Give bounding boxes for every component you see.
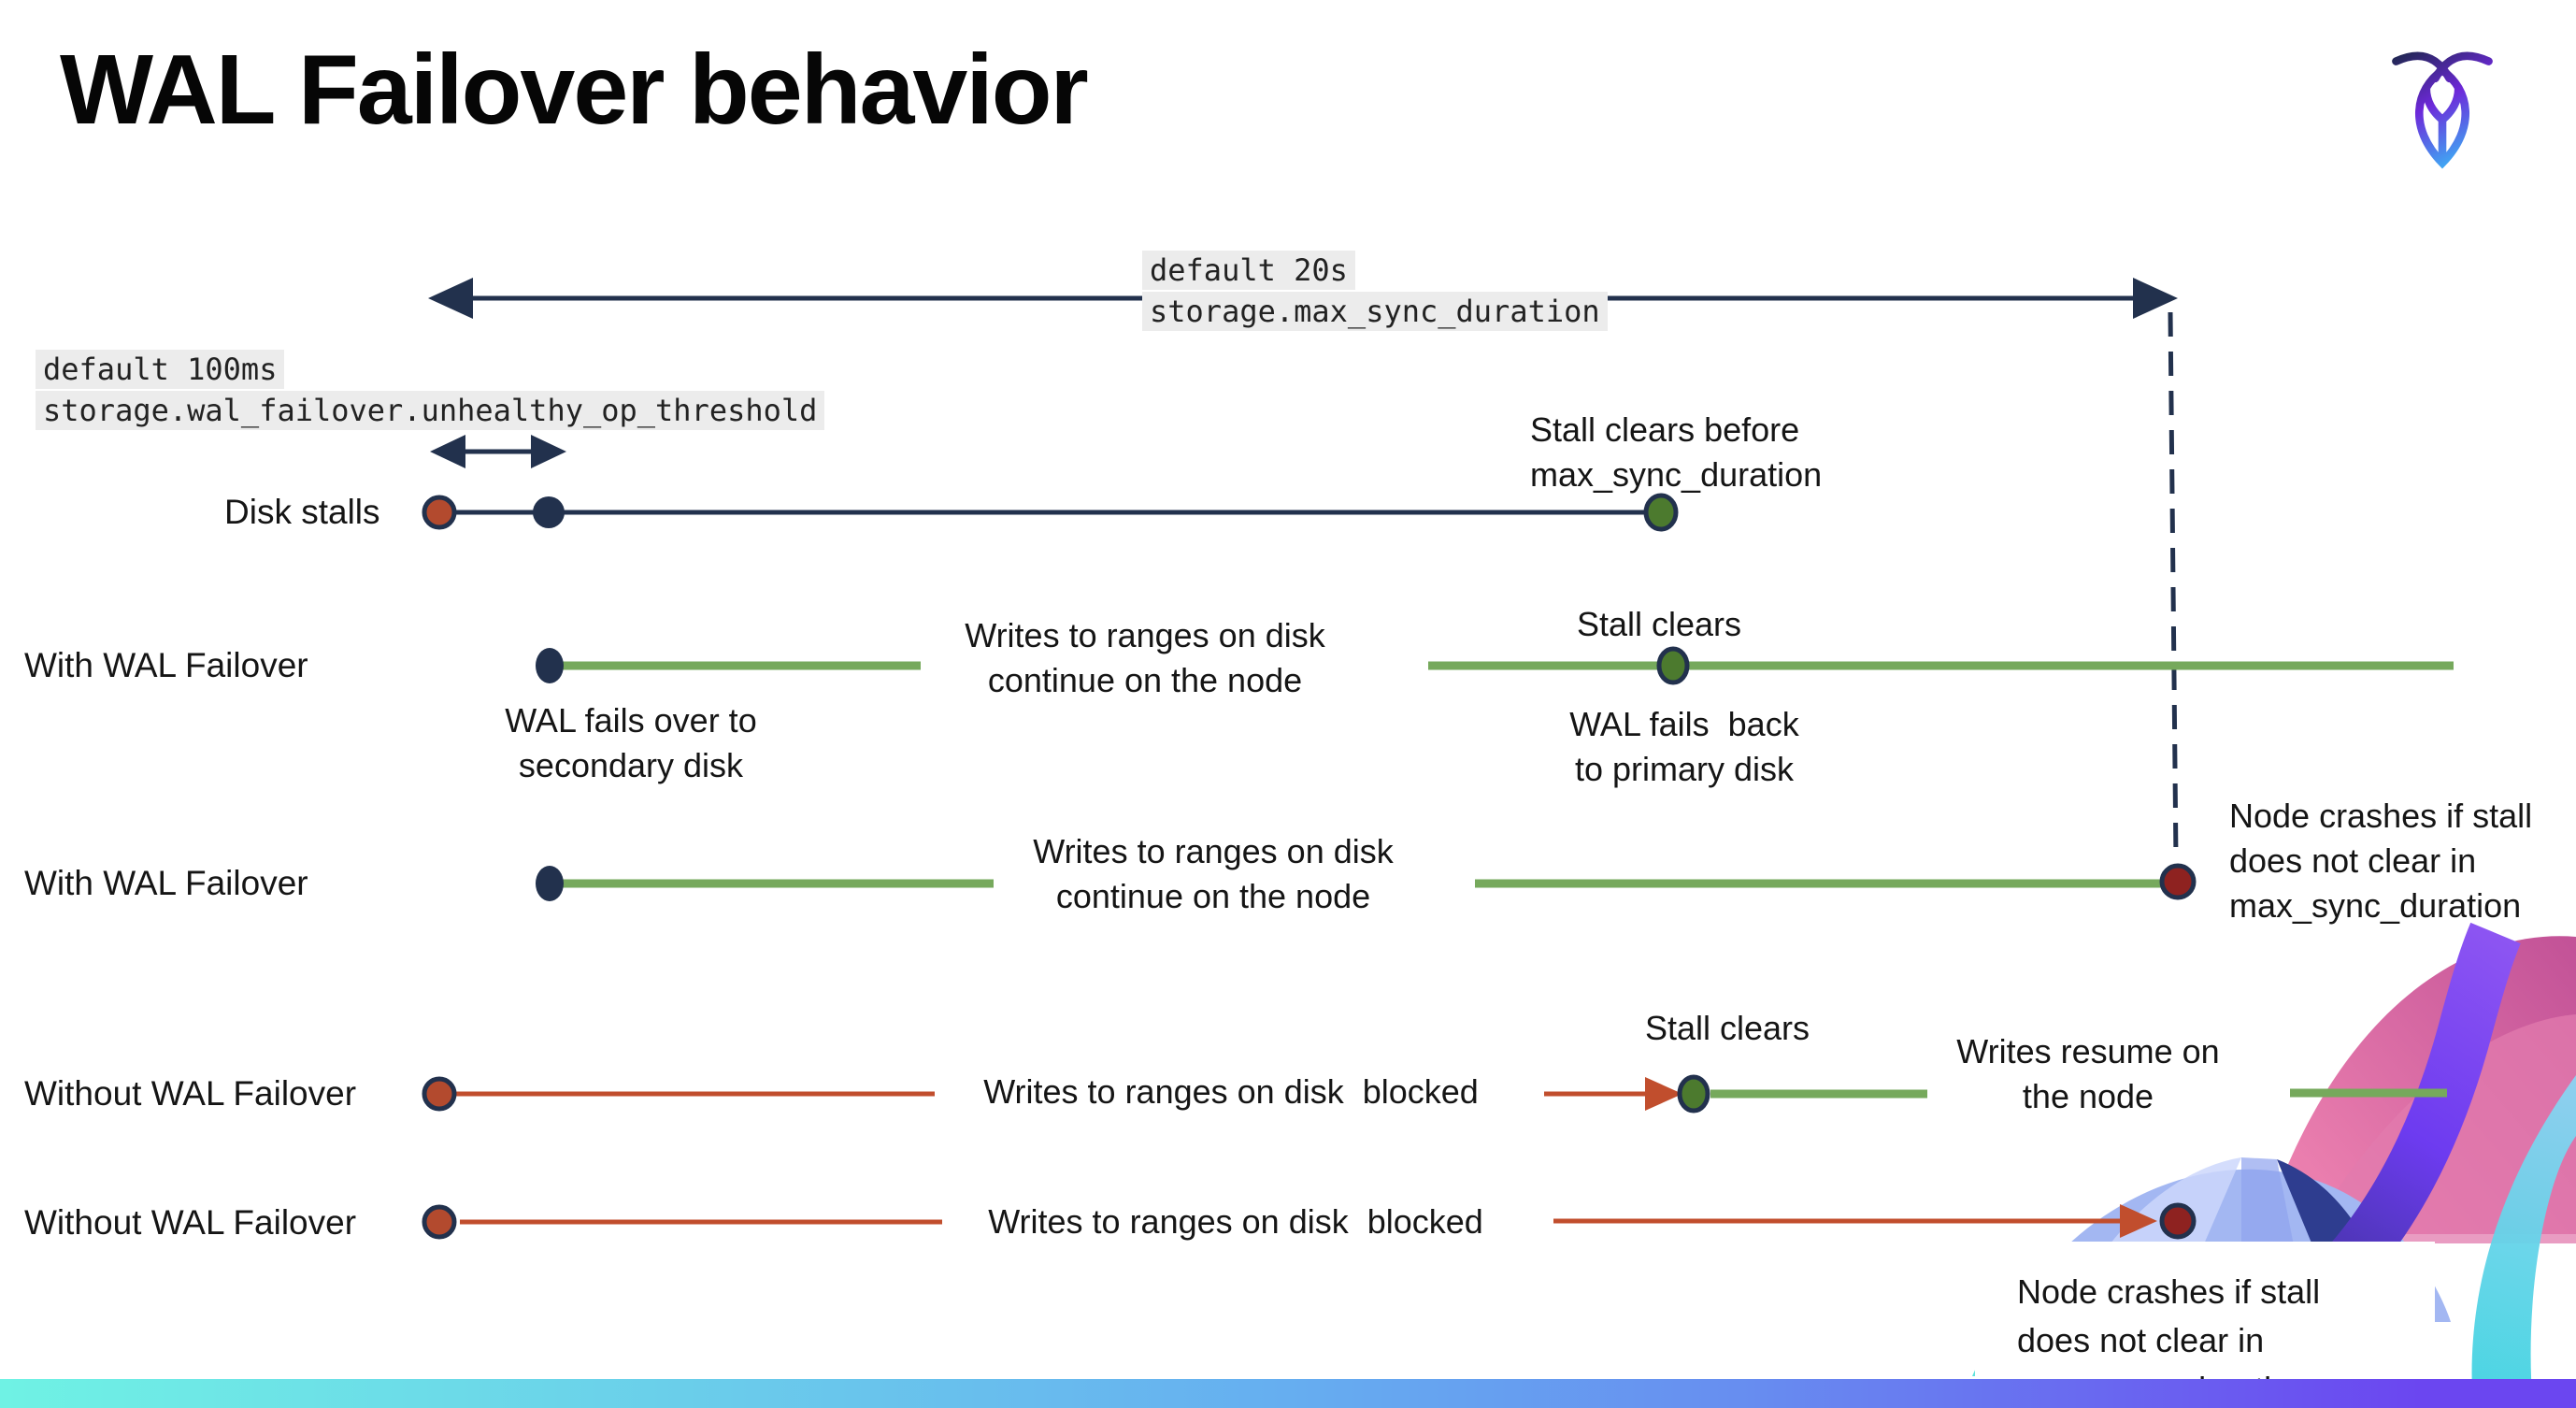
annotation-writes-continue-2: Writes to ranges on disk continue on the… (1033, 832, 1394, 915)
annotation-wal-fails-over: WAL fails over to secondary disk (505, 701, 757, 784)
stall-start-dot (422, 495, 457, 530)
node-crash-dot (2159, 1202, 2197, 1240)
config-setting-name: storage.wal_failover.unhealthy_op_thresh… (36, 391, 825, 430)
stall-clears-dot (1677, 1074, 1710, 1113)
config-label-unhealthy-op-threshold: default 100ms storage.wal_failover.unhea… (36, 350, 825, 430)
row-label-with-failover-2: With WAL Failover (24, 864, 308, 902)
failover-dot (536, 866, 564, 901)
node-crash-dot (2159, 863, 2197, 900)
annotation-stall-clears-4: Stall clears (1644, 1009, 1810, 1047)
timeline-disk-stalls (422, 493, 1679, 532)
failover-threshold-dot (533, 496, 565, 528)
cockroachdb-logo (2391, 41, 2494, 172)
config-default-value: default 20s (1142, 251, 1355, 290)
config-default-value: default 100ms (36, 350, 285, 389)
annotation-writes-resume: Writes resume on the node (1956, 1032, 2220, 1115)
annotation-stall-clears-2: Stall clears (1576, 605, 1742, 643)
annotation-writes-blocked-1: Writes to ranges on disk blocked (983, 1072, 1479, 1111)
unhealthy-op-threshold-arrow (430, 435, 566, 468)
config-setting-name: storage.max_sync_duration (1142, 292, 1608, 331)
cockroachdb-logo-icon (2392, 51, 2493, 169)
annotation-writes-continue-1: Writes to ranges on disk continue on the… (965, 616, 1325, 699)
page-title: WAL Failover behavior (60, 35, 1089, 145)
bottom-gradient-bar (0, 1379, 2576, 1408)
annotation-writes-blocked-2: Writes to ranges on disk blocked (988, 1202, 1483, 1241)
row-label-disk-stalls: Disk stalls (224, 493, 380, 531)
stall-start-dot (422, 1076, 457, 1112)
timeline-with-failover-clears (536, 646, 2454, 685)
annotation-wal-fails-back: WAL fails back to primary disk (1569, 705, 1799, 788)
timeline-without-failover-clears (422, 1074, 2447, 1113)
stall-clears-dot (1656, 646, 1690, 685)
config-label-max-sync-duration: default 20s storage.max_sync_duration (1142, 251, 1608, 331)
row-label-without-failover-1: Without WAL Failover (24, 1074, 357, 1113)
stall-clears-dot (1643, 493, 1679, 532)
row-label-with-failover-1: With WAL Failover (24, 646, 308, 684)
annotation-node-crashes-right: Node crashes if stall does not clear in … (2229, 797, 2533, 925)
timeline-with-failover-crash (536, 863, 2197, 901)
failover-dot (536, 648, 564, 683)
stall-start-dot (422, 1204, 457, 1240)
timeline-without-failover-crash (422, 1202, 2197, 1240)
row-label-without-failover-2: Without WAL Failover (24, 1203, 357, 1242)
max-sync-deadline-dashed-line (2168, 311, 2179, 861)
annotation-stall-clears-before: Stall clears before max_sync_duration (1530, 410, 1823, 494)
